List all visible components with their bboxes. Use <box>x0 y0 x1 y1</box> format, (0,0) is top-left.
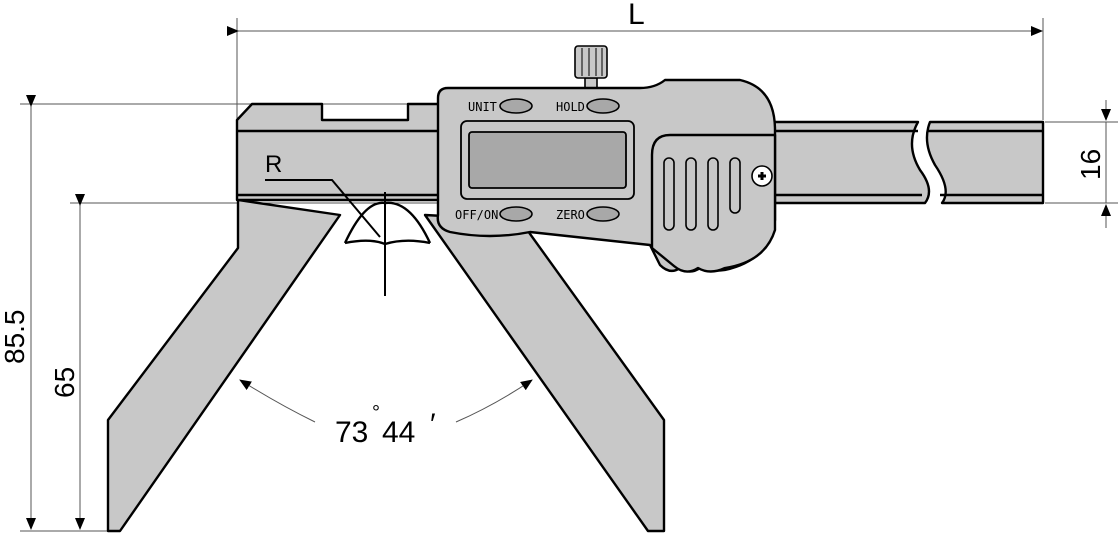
total-height-dimension <box>20 95 440 532</box>
adjust-knob[interactable] <box>574 45 608 93</box>
angle-dimension <box>239 379 533 423</box>
bar-width-dimension <box>1045 100 1118 228</box>
angle-minutes: 44 <box>382 416 415 449</box>
off-on-label: OFF/ON <box>455 208 498 222</box>
degree-symbol: ° <box>372 402 380 424</box>
screw-icon <box>751 165 773 187</box>
unit-button[interactable]: UNIT <box>468 98 533 114</box>
length-label: L <box>628 0 645 31</box>
beam-end <box>925 120 1045 205</box>
bar-width-label: 16 <box>1075 149 1106 180</box>
beam <box>768 120 931 205</box>
length-dimension <box>227 18 1044 120</box>
radius-label: R <box>265 151 282 178</box>
minute-symbol: ′ <box>430 408 436 441</box>
off-on-button[interactable]: OFF/ON <box>455 206 533 222</box>
unit-label: UNIT <box>468 100 497 114</box>
radius-detail <box>265 179 432 296</box>
left-leg <box>106 198 342 533</box>
total-height-label: 85.5 <box>0 310 30 365</box>
hold-button[interactable]: HOLD <box>556 98 620 114</box>
grip-slots <box>663 157 741 231</box>
zero-label: ZERO <box>556 208 585 222</box>
angle-degrees: 73 <box>335 416 368 449</box>
lcd-screen <box>468 131 627 189</box>
right-leg <box>423 213 666 533</box>
hold-label: HOLD <box>556 100 585 114</box>
leg-height-label: 65 <box>49 367 80 398</box>
zero-button[interactable]: ZERO <box>556 206 620 222</box>
